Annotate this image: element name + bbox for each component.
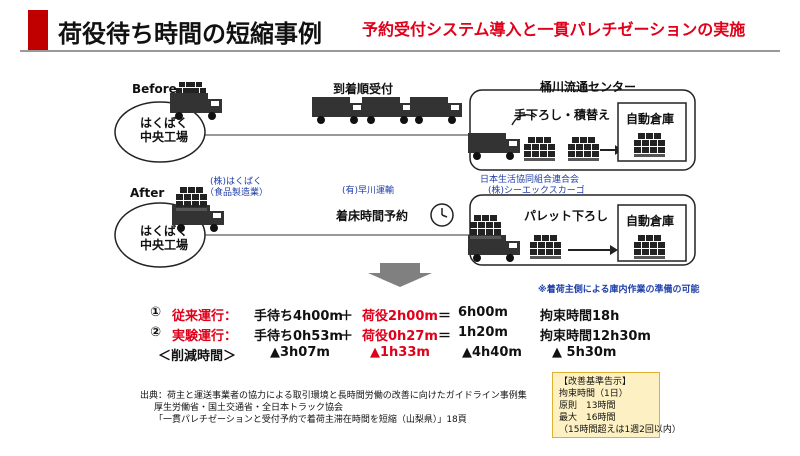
factory-after-name-1: はくばく: [140, 224, 189, 238]
receiver-line1: 日本生活協同組合連合会: [480, 175, 580, 185]
warehouse-after-label: 自動倉庫: [626, 214, 675, 228]
source-line1: 出典：荷主と運送事業者の協力による取引環境と長時間労働の改善に向けたガイドライン…: [140, 391, 527, 401]
title-bar: 荷役待ち時間の短縮事例: [28, 10, 322, 50]
source-line2: 厚生労働省・国土交通省・全日本トラック協会: [154, 403, 344, 413]
notice-line2: 原則 13時間: [559, 401, 616, 411]
truck-queue-1: [312, 97, 364, 124]
carrier-name: (有)早川運輸: [342, 186, 395, 196]
truck-queue-3: [410, 97, 462, 124]
row2-plus: ＋: [340, 329, 354, 344]
down-arrow-icon: [368, 263, 432, 287]
factory-before-name-2: 中央工場: [140, 130, 189, 144]
shipper-line1: (株)はくばく: [210, 177, 263, 187]
row2-label: 実験運行：: [172, 329, 238, 344]
clock-icon: [430, 203, 454, 227]
row1-handling: 荷役2h00m: [362, 309, 438, 324]
row2-binding: 拘束時間12h30m: [540, 329, 651, 344]
row1-total: 6h00m: [458, 305, 508, 320]
title-divider: [20, 50, 780, 52]
title-accent: [28, 10, 48, 50]
row2-total: 1h20m: [458, 325, 508, 340]
truck-queue-2: [362, 97, 414, 124]
row1-label: 従来運行：: [172, 309, 238, 324]
source-line3: 「一貫パレチゼーションと受付予約で着荷主滞在時間を短縮（山梨県）」18頁: [154, 415, 467, 425]
row2-handling: 荷役0h27m: [362, 329, 438, 344]
row1-eq: ＝: [438, 309, 452, 324]
preparation-note: ※着荷主側による庫内作業の準備の可能: [538, 285, 700, 295]
logistics-diagram: [114, 82, 696, 287]
receiver-line2: (株)シーエックスカーゴ: [488, 186, 585, 196]
notice-title: 【改善基準告示】: [559, 377, 632, 387]
factory-after-name-2: 中央工場: [140, 238, 189, 252]
pallet-unload-label: パレット下ろし: [524, 209, 609, 223]
row1-wait: 手待ち4h00m: [254, 309, 343, 324]
page-title: 荷役待ち時間の短縮事例: [58, 20, 322, 48]
labor-standard-notice: 【改善基準告示】 拘束時間（1日） 原則 13時間 最大 16時間 （15時間超…: [552, 372, 681, 438]
row2-eq: ＝: [438, 329, 452, 344]
warehouse-before-label: 自動倉庫: [626, 112, 675, 126]
row1-num: ①: [150, 305, 162, 320]
manual-unload-label: 手下ろし・積替え: [514, 108, 611, 122]
berth-reservation-label: 着床時間予約: [336, 209, 409, 223]
row1-binding: 拘束時間18h: [540, 309, 620, 324]
arrival-order-label: 到着順受付: [333, 82, 394, 96]
row2-wait: 手待ち0h53m: [254, 329, 343, 344]
notice-line4: （15時間超えは1週2回以内）: [559, 425, 681, 435]
row3-binding: ▲ 5h30m: [552, 345, 617, 360]
after-label: After: [130, 186, 165, 200]
arrow-manual: [511, 114, 536, 126]
row3-label: ＜削減時間＞: [158, 349, 237, 364]
row3-handling: ▲1h33m: [370, 345, 430, 360]
row2-num: ②: [150, 325, 162, 340]
row1-plus: ＋: [340, 309, 354, 324]
row3-wait: ▲3h07m: [270, 345, 330, 360]
page-subtitle: 予約受付システム導入と一貫パレチゼーションの実施: [362, 20, 746, 39]
shipper-line2: （食品製造業）: [205, 188, 269, 198]
row3-total: ▲4h40m: [462, 345, 522, 360]
center-name: 桶川流通センター: [540, 80, 637, 94]
factory-before-name-1: はくばく: [140, 116, 189, 130]
notice-line1: 拘束時間（1日）: [559, 389, 628, 399]
notice-line3: 最大 16時間: [559, 413, 616, 423]
before-label: Before: [132, 82, 177, 96]
